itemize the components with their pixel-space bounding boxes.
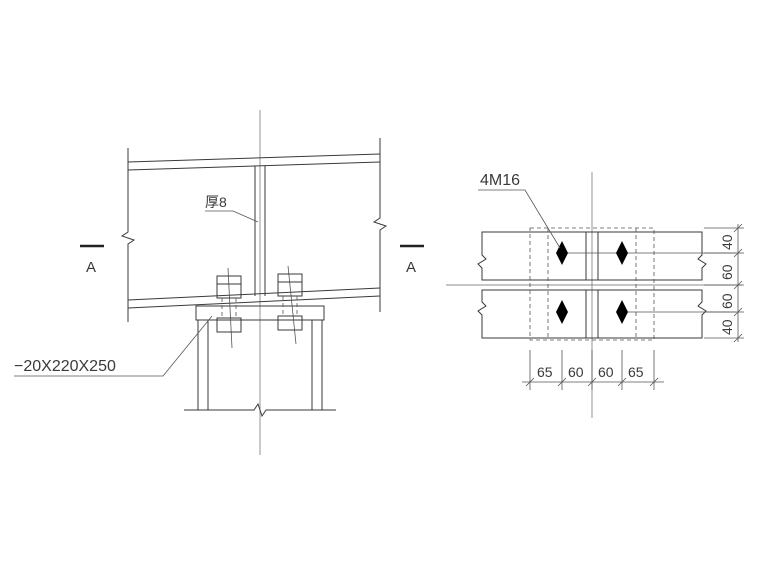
dim-v-4: 40	[719, 319, 735, 335]
column-break-line	[184, 402, 336, 418]
bolt-diamond-3	[556, 300, 568, 324]
dim-h-2: 60	[568, 364, 584, 380]
vertical-dimensions: 40 60 60 40	[704, 223, 744, 343]
section-mark-left: A	[86, 259, 96, 276]
dim-v-1: 40	[719, 234, 735, 250]
plate-leader	[14, 315, 213, 377]
thickness-label: 厚8	[205, 194, 227, 210]
section-a-view: 4M16 65 60 60 65	[446, 172, 744, 418]
dim-v-3: 60	[719, 293, 735, 309]
bolt-leader	[478, 189, 561, 249]
end-plate	[195, 305, 325, 321]
upper-beam-outline	[477, 231, 707, 281]
bottom-flange-upper	[127, 287, 381, 301]
plate-label: −20X220X250	[14, 358, 116, 375]
horizontal-dimensions: 65 60 60 65	[522, 350, 664, 390]
bolt-left	[216, 267, 242, 349]
end-plate-hidden	[529, 227, 655, 341]
bolt-right	[277, 265, 303, 345]
top-flange-upper	[127, 153, 381, 163]
top-flange-lower	[127, 161, 381, 171]
dim-v-2: 60	[719, 264, 735, 280]
bolt-label: 4M16	[480, 172, 520, 189]
lower-beam-outline	[477, 289, 707, 339]
bottom-flange-lower	[127, 295, 381, 309]
dim-h-3: 60	[598, 364, 614, 380]
left-break-line	[120, 148, 136, 322]
right-break-line	[372, 138, 388, 312]
beam-elevation-view: 厚8 −20X220X250	[14, 110, 424, 455]
dim-h-1: 65	[537, 364, 553, 380]
bolt-diamond-4	[616, 300, 628, 324]
bolt-diamond-2	[616, 241, 628, 265]
thickness-leader	[205, 210, 259, 223]
section-mark-right: A	[406, 259, 416, 276]
dim-h-4: 65	[628, 364, 644, 380]
